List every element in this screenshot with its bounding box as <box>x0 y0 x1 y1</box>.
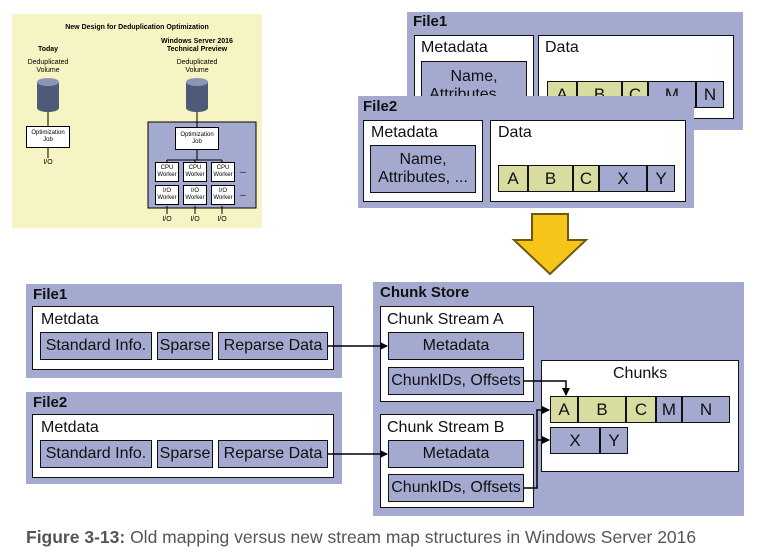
figure-caption: Figure 3-13: Old mapping versus new stre… <box>26 527 696 548</box>
inset-wsp-heading-2: Technical Preview <box>166 46 228 53</box>
inset-volume-label-left-2: Volume <box>36 67 60 74</box>
chunk-cell: Y <box>600 427 628 454</box>
inset-optimization-job-right: Optimization Job <box>175 127 219 150</box>
inset-io-w2: I/O <box>190 216 200 223</box>
cpu-worker-1-l1: CPU <box>160 165 174 171</box>
figure-caption-text: Old mapping versus new stream map struct… <box>125 527 697 547</box>
old-file2-name-line: Name, <box>399 151 447 168</box>
chunks-title: Chunks <box>613 365 668 382</box>
io-worker-2-l2: Worker <box>185 195 205 201</box>
chunk-stream-b-chunkids: ChunkIDs, Offsets <box>388 474 524 502</box>
old-file2-metadata-title: Metadata <box>371 124 438 141</box>
io-worker-2-l1: I/O <box>190 188 199 194</box>
figure-caption-label: Figure 3-13: <box>26 527 126 547</box>
old-file2-name-attributes: Name, Attributes, ... <box>370 145 476 193</box>
old-file2-chunk-row: A B C X Y <box>498 165 675 192</box>
inset-today-heading: Today <box>37 46 59 53</box>
inset-volume-label-right-2: Volume <box>185 67 209 74</box>
old-file1-title: File1 <box>413 13 448 30</box>
chunk-cell: C <box>573 165 599 192</box>
old-file2-title: File2 <box>363 98 398 115</box>
inset-title: New Design for Deduplication Optimizatio… <box>65 24 209 31</box>
chunk-cell: C <box>626 396 656 423</box>
chunk-stream-b-title: Chunk Stream B <box>387 419 505 436</box>
down-arrow-icon <box>511 213 589 276</box>
cpu-worker-2-l1: CPU <box>188 165 202 171</box>
inset-wsp-heading-1: Windows Server 2016 <box>161 38 233 45</box>
chunk-cell: A <box>498 165 528 192</box>
chunks-row-2: X Y <box>550 427 628 454</box>
inset-optimization-job-left: Optimization Job <box>26 126 70 148</box>
new-file1-reparse-data: Reparse Data <box>218 332 328 360</box>
chunk-cell: M <box>656 396 682 423</box>
cpu-worker-3-l1: CPU <box>216 165 230 171</box>
chunk-cell: B <box>528 165 573 192</box>
new-file2-sparse: Sparse <box>157 440 213 468</box>
new-file1-sparse: Sparse <box>157 332 213 360</box>
chunk-stream-a-chunkids: ChunkIDs, Offsets <box>388 367 524 395</box>
old-file1-name-line: Name, <box>450 68 498 85</box>
cpu-worker-1-l2: Worker <box>157 172 177 178</box>
chunk-cell: X <box>550 427 600 454</box>
inset-opt-job-right-l2: Job <box>192 138 202 145</box>
new-file1-metdata-title: Metdata <box>41 311 99 328</box>
chunk-cell: X <box>599 165 647 192</box>
chunk-cell: N <box>696 81 724 108</box>
inset-ellipsis-1: ... <box>240 168 246 175</box>
inset-ellipsis-2: ... <box>240 191 246 198</box>
inset-volume-label-left-1: Deduplicated <box>27 59 69 66</box>
chunk-stream-b-metadata: Metadata <box>388 440 524 468</box>
chunk-stream-a-title: Chunk Stream A <box>387 311 504 328</box>
new-file1-standard-info: Standard Info. <box>40 332 152 360</box>
inset-opt-job-left-l2: Job <box>43 137 53 143</box>
old-file2-attr-line: Attributes, ... <box>378 169 468 186</box>
inset-io-w3: I/O <box>217 216 227 223</box>
inset-io-left: I/O <box>43 159 53 166</box>
cpu-worker-3-l2: Worker <box>213 172 233 178</box>
chunk-cell: N <box>682 396 730 423</box>
inset-volume-label-right-1: Deduplicated <box>176 59 218 66</box>
inset-figure: New Design for Deduplication Optimizatio… <box>12 14 262 228</box>
database-icon-left <box>37 78 59 112</box>
io-worker-3-l2: Worker <box>213 195 233 201</box>
chunks-row-1: A B C M N <box>550 396 730 423</box>
old-file1-data-title: Data <box>545 39 579 56</box>
inset-opt-job-left-l1: Optimization <box>31 130 65 136</box>
old-file2-data-title: Data <box>498 124 532 141</box>
cpu-worker-2-l2: Worker <box>185 172 205 178</box>
chunk-cell: B <box>578 396 626 423</box>
io-worker-1-l2: Worker <box>157 195 177 201</box>
chunk-store-title: Chunk Store <box>380 284 470 301</box>
new-file2-reparse-data: Reparse Data <box>218 440 328 468</box>
new-file2-standard-info: Standard Info. <box>40 440 152 468</box>
inset-io-w1: I/O <box>162 216 172 223</box>
io-worker-3-l1: I/O <box>218 188 227 194</box>
inset-opt-job-right-l1: Optimization <box>180 131 214 138</box>
io-worker-1-l1: I/O <box>162 188 171 194</box>
new-file2-metdata-title: Metdata <box>41 419 99 436</box>
chunk-cell: Y <box>647 165 675 192</box>
chunk-cell: A <box>550 396 578 423</box>
new-file1-title: File1 <box>33 286 68 303</box>
database-icon-right <box>186 78 208 112</box>
chunk-stream-a-metadata: Metadata <box>388 332 524 360</box>
new-file2-title: File2 <box>33 394 68 411</box>
old-file1-metadata-title: Metadata <box>421 39 488 56</box>
